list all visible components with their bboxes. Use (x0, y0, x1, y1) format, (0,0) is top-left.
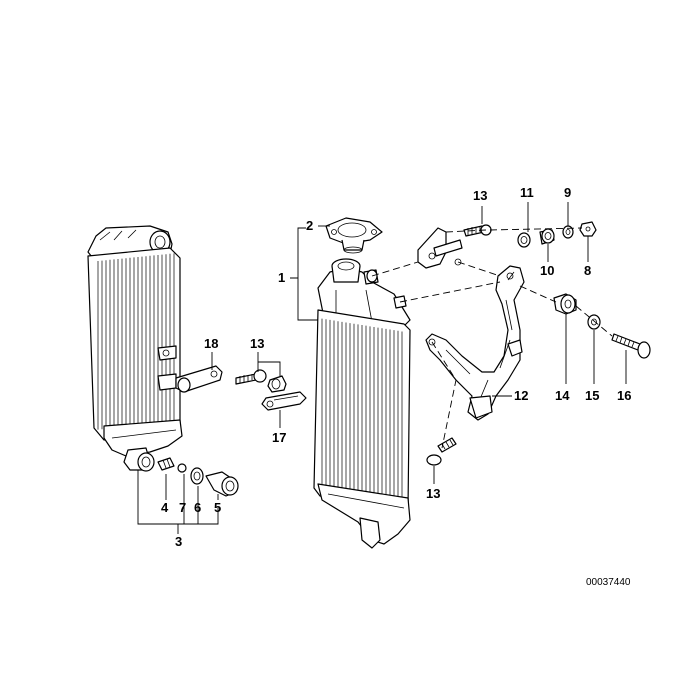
callout-13-top: 13 (473, 188, 488, 203)
callout-9: 9 (564, 185, 572, 200)
callout-13-left: 13 (250, 336, 265, 351)
callout-16: 16 (617, 388, 632, 403)
screw-grommet-13-left (235, 369, 287, 393)
leader-lines (137, 202, 627, 534)
lower-fastener-stack (553, 293, 651, 359)
drain-parts (157, 457, 239, 497)
callout-3: 3 (175, 534, 183, 549)
radiator-cap-part-2 (325, 217, 383, 254)
callout-2: 2 (306, 218, 314, 233)
callout-10: 10 (540, 263, 555, 278)
callout-18: 18 (204, 336, 219, 351)
callout-15: 15 (585, 388, 600, 403)
callout-14: 14 (555, 388, 570, 403)
callout-17: 17 (272, 430, 287, 445)
callout-13-bottom: 13 (426, 486, 441, 501)
callout-1: 1 (278, 270, 286, 285)
callout-12: 12 (514, 388, 529, 403)
frame-bracket-part-12 (425, 265, 525, 421)
lower-screw-13 (426, 437, 457, 466)
diagram-id: 00037440 (586, 577, 631, 588)
callout-11: 11 (520, 185, 534, 200)
callout-5: 5 (214, 500, 222, 515)
callout-6: 6 (194, 500, 202, 515)
bracket-part-18 (175, 365, 223, 393)
upper-bracket (417, 227, 463, 269)
plate-part-17 (261, 391, 307, 411)
upper-fastener-stack (463, 221, 597, 248)
main-radiator (313, 258, 411, 549)
callout-4: 4 (161, 500, 169, 515)
callout-8: 8 (584, 263, 592, 278)
callout-7: 7 (179, 500, 187, 515)
left-radiator (87, 225, 183, 472)
assembly-lines (371, 227, 613, 449)
